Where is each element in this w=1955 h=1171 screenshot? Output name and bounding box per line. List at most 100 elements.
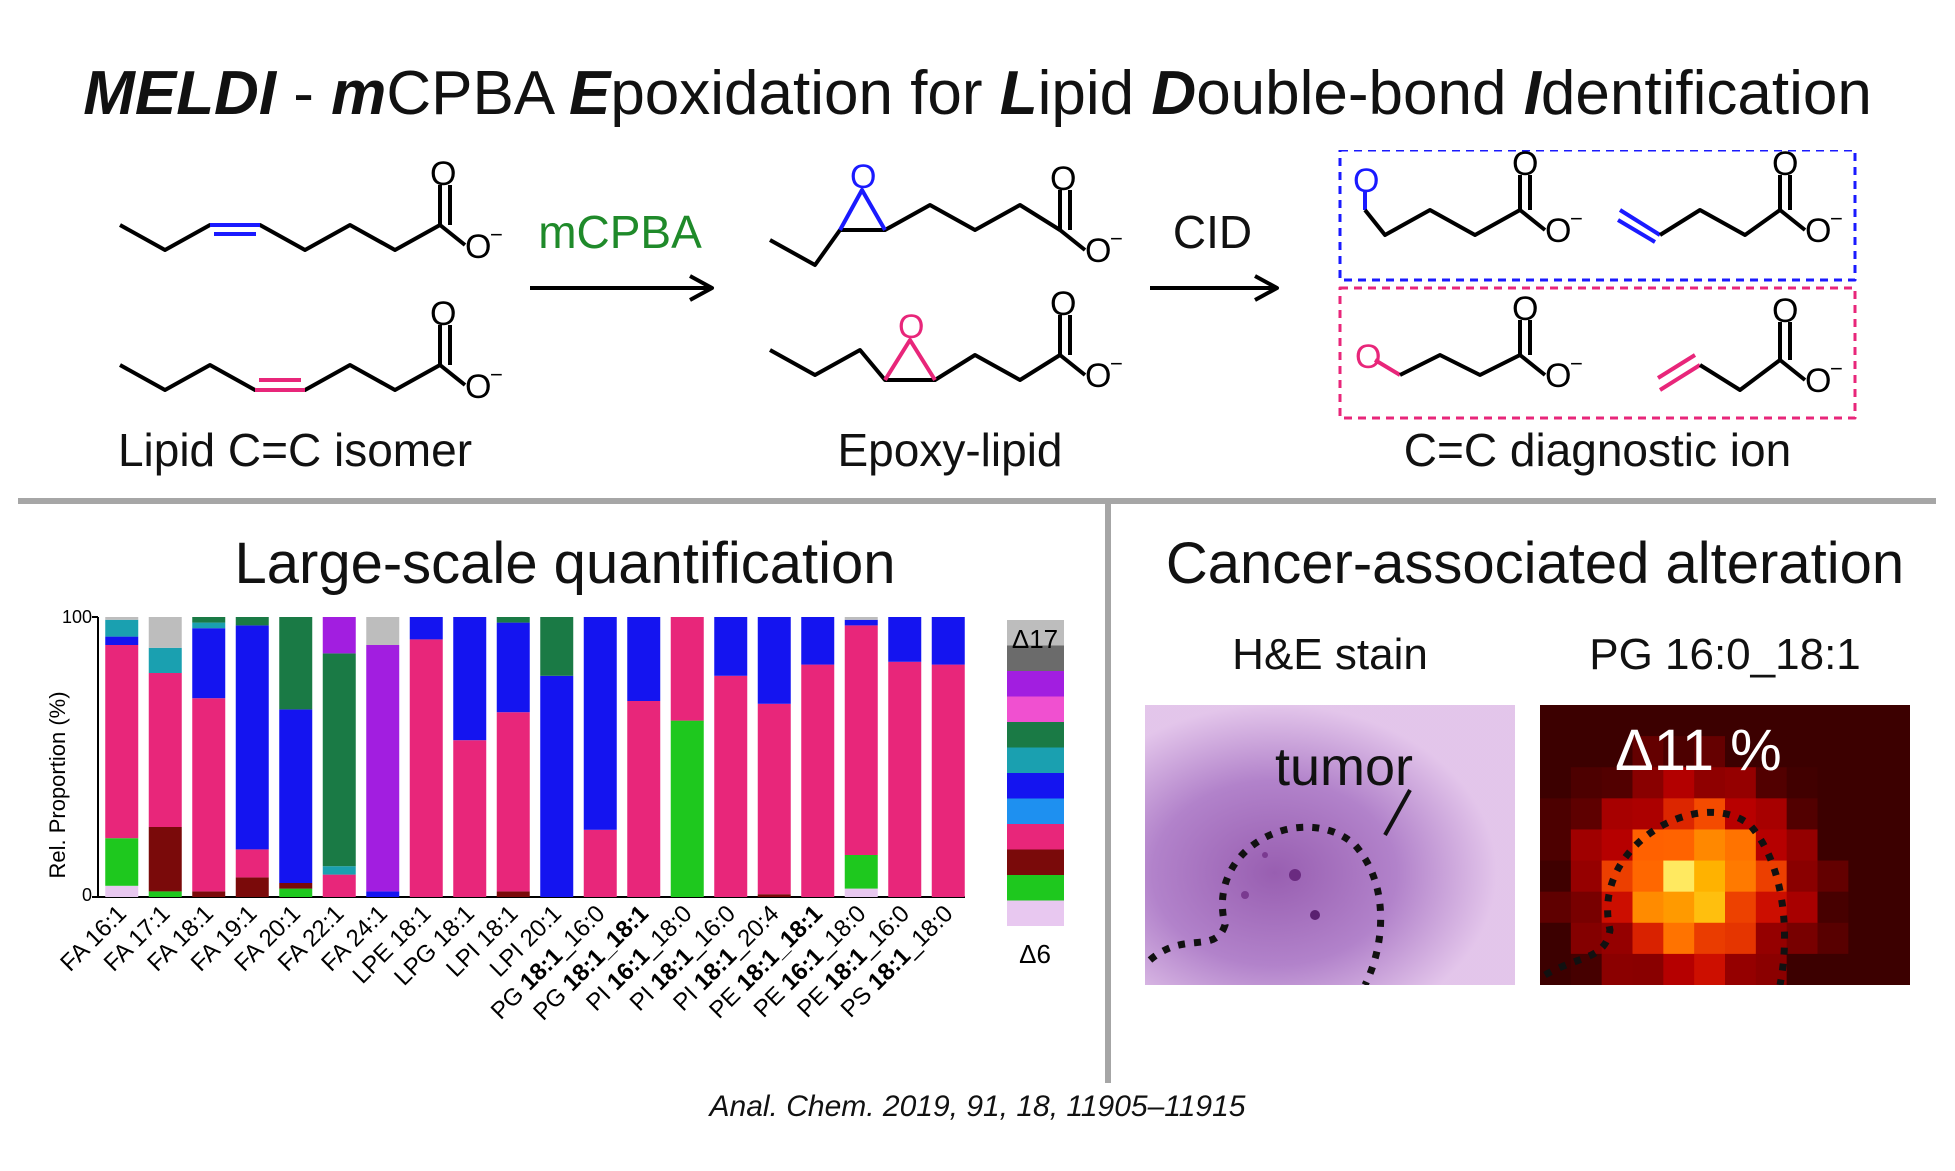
svg-text:O: O [1805, 362, 1831, 400]
bar-segment [453, 617, 487, 741]
heatmap-pixel [1848, 922, 1880, 955]
heatmap-pixel [1755, 705, 1788, 737]
bar-segment [670, 617, 704, 721]
heatmap-pixel [1694, 953, 1726, 985]
bar-segment [670, 720, 704, 897]
legend-label-top: Δ17 [1012, 624, 1058, 654]
heatmap-pixel [1725, 767, 1757, 799]
bar-segment [148, 617, 182, 648]
bar-segment [105, 619, 139, 637]
heatmap-pixel [1755, 736, 1788, 768]
svg-text:O: O [1545, 357, 1571, 395]
svg-text:O: O [430, 295, 456, 333]
heatmap-pixel [1817, 798, 1849, 830]
heatmap-pixel [1725, 922, 1757, 955]
title-part-6: L [999, 59, 1038, 128]
legend-swatch [1007, 620, 1064, 646]
heatmap-pixel [1601, 953, 1633, 985]
bar-segment [279, 888, 313, 897]
bar-segment [496, 891, 530, 897]
legend-swatch [1007, 900, 1064, 926]
bar-segment [322, 866, 356, 875]
svg-text:O: O [1512, 290, 1538, 328]
svg-text:O: O [465, 228, 491, 266]
heatmap-pixel [1663, 736, 1695, 768]
heatmap-pixel [1694, 891, 1726, 924]
heatmap-pixel [1632, 705, 1664, 737]
heatmap-pixel [1848, 798, 1880, 830]
bar-segment [583, 617, 617, 830]
svg-text:O: O [1085, 232, 1111, 270]
heatmap-pixel [1540, 767, 1572, 799]
svg-text:O: O [1772, 292, 1798, 330]
heatmap-pixel [1817, 891, 1849, 924]
legend-swatch [1007, 671, 1064, 697]
he-label: H&E stain [1232, 630, 1428, 679]
heatmap-pixel [1786, 891, 1818, 924]
bar-segment [148, 673, 182, 827]
horizontal-separator [18, 498, 1936, 504]
isomer1-chain [119, 223, 441, 252]
heatmap-pixel [1570, 860, 1603, 893]
heatmap-pixel [1540, 891, 1572, 924]
bar-segment [279, 709, 313, 883]
y-axis-label: Rel. Proportion (%) [45, 691, 70, 878]
bar-segment [192, 617, 226, 623]
bar-segment [279, 883, 313, 889]
heatmap-pixel [1817, 829, 1849, 862]
svg-text:O: O [850, 158, 876, 196]
delta-label: Δ11 % [1615, 718, 1782, 783]
diag-box-blue [1338, 150, 1857, 282]
tumor-label: tumor [1275, 737, 1413, 797]
epoxy2-chain [769, 348, 1062, 382]
heatmap-pixel [1817, 922, 1849, 955]
heatmap-pixel [1725, 798, 1757, 830]
pg-label: PG 16:0_18:1 [1589, 630, 1861, 679]
heatmap-pixel [1725, 829, 1757, 862]
heatmap-pixel [1755, 767, 1788, 799]
citation: Anal. Chem. 2019, 91, 18, 11905–11915 [709, 1090, 1246, 1123]
heatmap-pixel [1725, 736, 1757, 768]
y-tick-0: 0 [82, 885, 92, 905]
heatmap-pixel [1848, 767, 1880, 799]
svg-text:O: O [1805, 212, 1831, 250]
svg-text:O: O [1050, 285, 1076, 323]
heatmap-pixel [1786, 767, 1818, 799]
heatmap-pixel [1632, 922, 1664, 955]
heatmap-pixel [1570, 736, 1603, 768]
bar-segment [627, 617, 661, 701]
isomer2-chain [119, 363, 441, 392]
heatmap-pixel [1601, 798, 1633, 830]
title-part-3: CPBA [386, 59, 569, 128]
heatmap-pixel [1786, 705, 1818, 737]
bar-segment [105, 636, 139, 645]
title-part-0: MELDI [83, 59, 277, 128]
svg-text:O: O [1512, 150, 1538, 183]
svg-text:O: O [1545, 212, 1571, 250]
title-part-8: D [1151, 59, 1197, 128]
vertical-separator [1105, 503, 1111, 1083]
heatmap-pixel [1725, 705, 1757, 737]
bar-segment [192, 698, 226, 892]
heatmap-pixel [1663, 705, 1695, 737]
title-part-11: dentification [1540, 59, 1872, 128]
bar-segment [409, 639, 443, 897]
heatmap-pixel [1786, 829, 1818, 862]
svg-text:O: O [430, 155, 456, 193]
heatmap-pixel [1663, 891, 1695, 924]
heatmap-pixel [1817, 736, 1849, 768]
heatmap-pixel [1570, 829, 1603, 862]
bar-segment [322, 617, 356, 654]
svg-text:−: − [1830, 206, 1843, 231]
title-part-2: m [331, 59, 387, 128]
heatmap-pixel [1694, 829, 1726, 862]
heatmap-pixel [1663, 860, 1695, 893]
bar-segment [322, 653, 356, 867]
heatmap-pixel [1725, 953, 1757, 985]
heatmap-pixel [1694, 860, 1726, 893]
heatmap-pixel [1848, 953, 1880, 985]
title-part-4: E [568, 59, 611, 128]
heatmap-pixel [1879, 767, 1910, 799]
svg-text:O: O [898, 308, 924, 346]
bar-segment [409, 617, 443, 640]
